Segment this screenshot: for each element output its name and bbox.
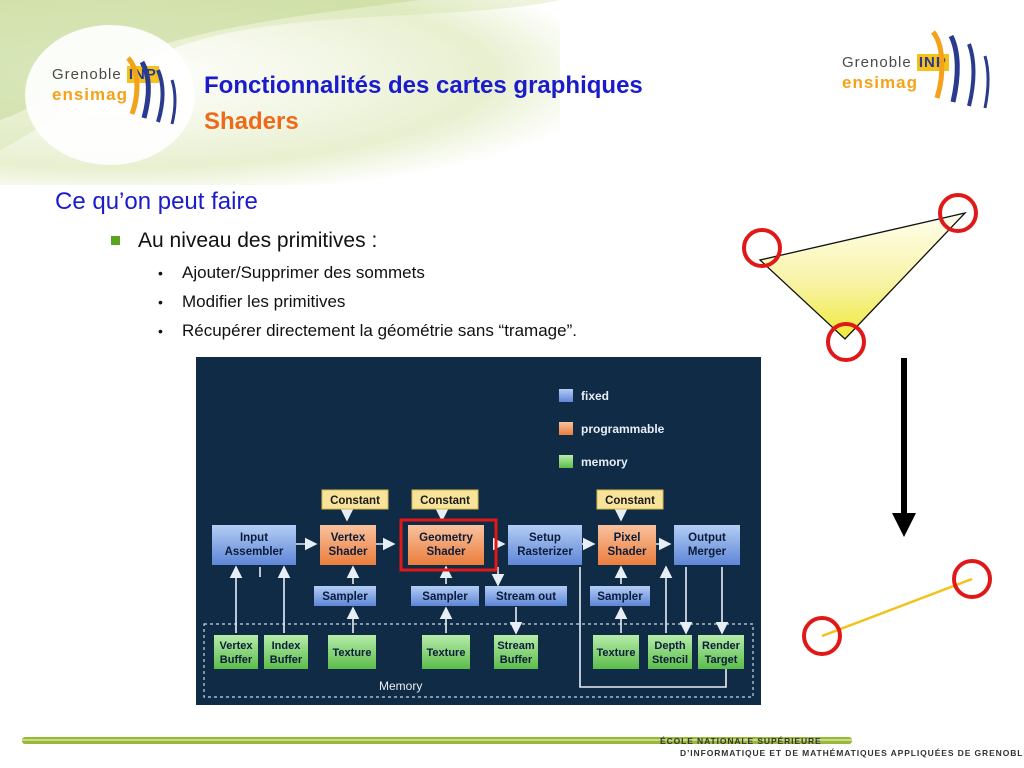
down-arrow-icon <box>901 358 907 518</box>
svg-text:Texture: Texture <box>333 647 372 659</box>
svg-text:Stream out: Stream out <box>496 591 556 603</box>
svg-text:Setup: Setup <box>529 532 561 544</box>
footer-bar <box>22 737 852 744</box>
svg-text:Constant: Constant <box>605 495 655 507</box>
vertex-circle <box>802 616 842 656</box>
svg-text:Index: Index <box>272 640 302 652</box>
header-swirl-decoration <box>0 0 560 165</box>
svg-text:Sampler: Sampler <box>422 591 468 603</box>
pipeline-diagram: fixed programmable memory Memory <box>196 357 761 705</box>
stage-pixel-shader: Pixel Shader <box>598 525 656 565</box>
vertex-circle <box>826 322 866 362</box>
level1-item: Au niveau des primitives : <box>138 229 378 252</box>
svg-text:Constant: Constant <box>420 495 470 507</box>
svg-text:Rasterizer: Rasterizer <box>517 546 573 558</box>
legend-fixed-swatch <box>559 389 573 402</box>
svg-text:Assembler: Assembler <box>225 546 284 558</box>
legend-fixed-label: fixed <box>581 389 609 403</box>
svg-text:Vertex: Vertex <box>219 640 253 652</box>
primitive-transformation-illustration <box>742 193 992 656</box>
geometry-shader-highlight <box>399 518 498 572</box>
logo-right-stripes-icon <box>930 30 990 109</box>
stage-output-merger: Output Merger <box>674 525 740 565</box>
svg-text:Texture: Texture <box>427 647 466 659</box>
footer-school-line2: D’INFORMATIQUE ET DE MATHÉMATIQUES APPLI… <box>680 748 1024 758</box>
vertex-circle <box>952 559 992 599</box>
stage-setup-rasterizer: Setup Rasterizer <box>508 525 582 565</box>
legend-programmable-swatch <box>559 422 573 435</box>
legend-memory-swatch <box>559 455 573 468</box>
logo-left-ensimag: ensimag <box>52 85 128 104</box>
bullet-dot-icon: • <box>158 323 163 339</box>
stage-vertex-shader: Vertex Shader <box>320 525 376 565</box>
memory-label: Memory <box>379 679 422 693</box>
triangle-primitive <box>758 211 967 340</box>
down-arrow-head-icon <box>892 513 916 537</box>
level2-item: Modifier les primitives <box>182 292 346 311</box>
svg-text:Geometry: Geometry <box>419 532 473 544</box>
svg-text:Render: Render <box>702 640 741 652</box>
svg-text:Texture: Texture <box>597 647 636 659</box>
vertex-circle <box>938 193 978 233</box>
svg-text:Sampler: Sampler <box>322 591 368 603</box>
svg-text:Depth: Depth <box>654 640 685 652</box>
svg-text:Vertex: Vertex <box>331 532 366 544</box>
square-bullet-icon <box>111 236 120 245</box>
slide-title: Fonctionnalités des cartes graphiques <box>204 72 643 99</box>
memory-region <box>203 623 754 698</box>
svg-text:Buffer: Buffer <box>500 654 533 666</box>
svg-text:Target: Target <box>705 654 738 666</box>
slide-subtitle: Shaders <box>204 108 299 135</box>
pipeline-connectors <box>229 508 729 688</box>
stream-out-box: Stream out <box>485 586 567 606</box>
svg-text:Output: Output <box>688 532 726 544</box>
constant-boxes: Constant Constant Constant <box>321 489 664 510</box>
svg-text:Constant: Constant <box>330 495 380 507</box>
stage-input-assembler: Input Assembler <box>212 525 296 565</box>
memory-buffers: Vertex Buffer Index Buffer Texture Textu… <box>214 635 744 669</box>
vertex-circle <box>742 228 782 268</box>
svg-text:Buffer: Buffer <box>270 654 303 666</box>
svg-text:Sampler: Sampler <box>597 591 643 603</box>
level2-item: Récupérer directement la géométrie sans … <box>182 321 577 340</box>
svg-text:Shader: Shader <box>608 546 648 558</box>
bullet-dot-icon: • <box>158 294 163 310</box>
logo-left-stripes-icon <box>126 56 177 125</box>
svg-text:Merger: Merger <box>688 546 727 558</box>
content-heading: Ce qu’on peut faire <box>55 188 258 215</box>
svg-text:Buffer: Buffer <box>220 654 253 666</box>
footer-school-line1: ÉCOLE NATIONALE SUPÉRIEURE <box>660 736 822 746</box>
line-primitive <box>821 577 973 638</box>
svg-text:Stencil: Stencil <box>652 654 688 666</box>
sampler-boxes: Sampler Sampler Sampler <box>314 586 650 606</box>
pipeline-diagram-svg: fixed programmable memory Memory <box>203 389 754 698</box>
svg-text:Pixel: Pixel <box>614 532 641 544</box>
legend-memory-label: memory <box>581 455 628 469</box>
svg-text:Stream: Stream <box>497 640 535 652</box>
stage-geometry-shader: Geometry Shader <box>408 525 484 565</box>
svg-text:Shader: Shader <box>329 546 369 558</box>
svg-text:Shader: Shader <box>427 546 467 558</box>
logo-right-ensimag: ensimag <box>842 73 918 92</box>
svg-text:Input: Input <box>240 532 268 544</box>
logo-right: Grenoble INP ensimag <box>842 54 949 93</box>
legend-programmable-label: programmable <box>581 422 665 436</box>
level2-item: Ajouter/Supprimer des sommets <box>182 263 425 282</box>
bullet-dot-icon: • <box>158 265 163 281</box>
